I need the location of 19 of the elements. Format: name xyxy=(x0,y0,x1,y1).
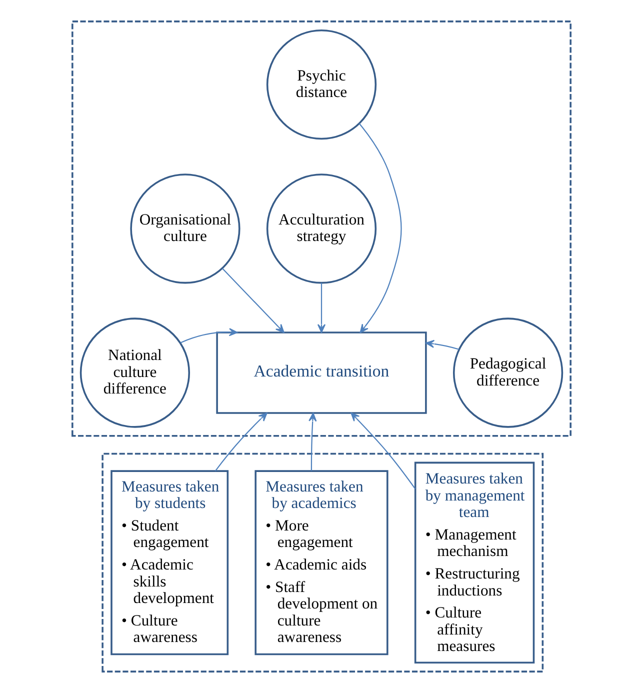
arrow xyxy=(308,412,317,471)
cluster xyxy=(102,452,544,672)
node-box: Measures taken by management team • Management mechanism • Restructuring inductions • Culture affinity measures xyxy=(414,462,535,664)
node-box: Measures taken by academics • More engagement • Academic aids • Staff development on culture awareness xyxy=(254,470,388,656)
cluster xyxy=(72,20,572,437)
arrow xyxy=(180,328,238,344)
node-box: Measures taken by students • Student engagement • Academic skills development • Culture awareness xyxy=(110,470,229,656)
arrow xyxy=(222,268,284,333)
node-circle: Organisational culture xyxy=(130,174,240,284)
node-circle: Acculturation strategy xyxy=(266,174,377,284)
node-circle: National culture difference xyxy=(80,318,190,428)
arrow xyxy=(350,412,416,490)
arrow xyxy=(426,340,460,350)
arrow xyxy=(358,123,402,334)
node-circle: Psychic distance xyxy=(266,30,377,140)
node-circle: Pedagogical difference xyxy=(452,318,564,428)
arrow xyxy=(317,283,326,333)
arrow xyxy=(214,412,268,472)
node-box: Academic transition xyxy=(216,332,427,414)
